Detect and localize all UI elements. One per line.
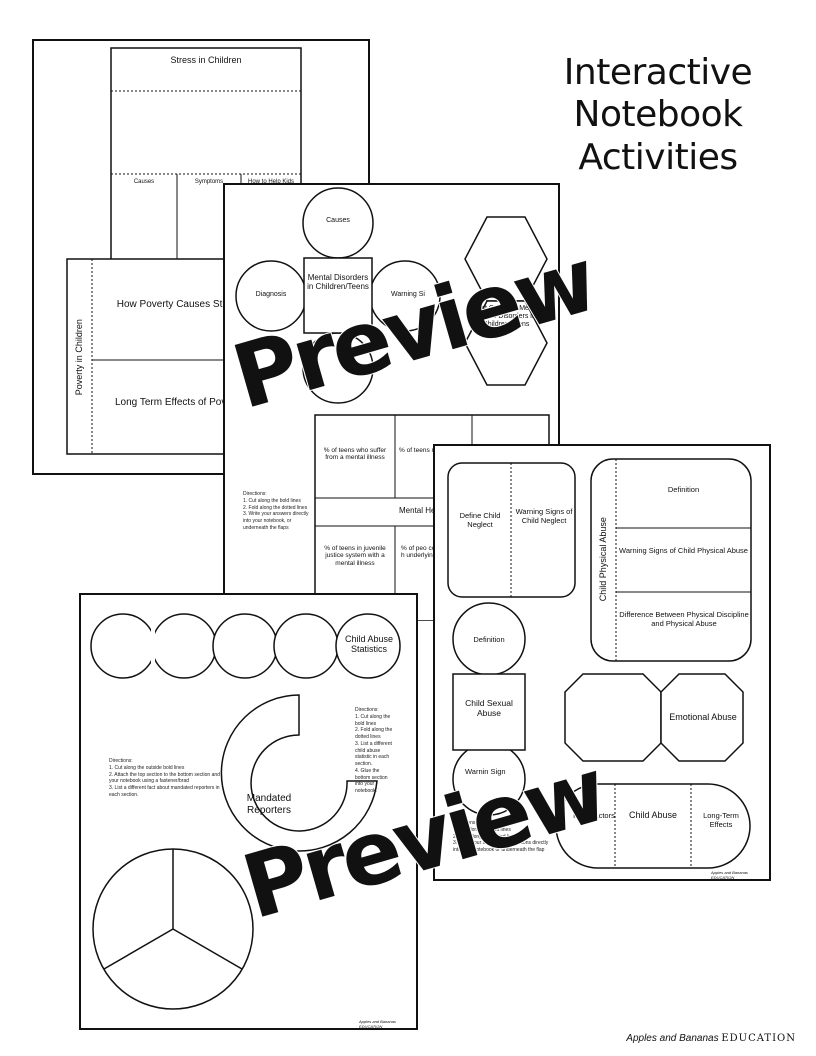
stat-cell-3: % of teens in juvenile justice system wi… — [324, 545, 386, 567]
page3-directions: Directions: 1. Cut along the bold lines … — [453, 820, 553, 854]
directions-step: 3. List a different fact about mandated … — [109, 785, 220, 798]
risk-factors-label: Risk Factors — [573, 811, 615, 820]
child-abuse-label: Child Abuse — [628, 810, 678, 820]
worksheet-page-statistics: Child Abuse Statistics Mandated Reporter… — [79, 593, 418, 1030]
child-sexual-abuse-label: Child Sexual Abuse — [465, 698, 513, 718]
poverty-top-label: How Poverty Causes Stress — [116, 299, 242, 310]
physical-abuse-side-label: Child Physical Abuse — [597, 517, 608, 602]
page3-shapes — [447, 458, 752, 869]
mental-health-label: Mental Hea — [399, 506, 440, 515]
diagnosis-circle-label: Diagnosis — [255, 291, 287, 298]
mandated-reporters-label: Mandated Reporters — [246, 793, 292, 816]
directions-step: 3. List a different child abuse statisti… — [355, 740, 392, 767]
directions-step: 1. Cut along the bold lines — [355, 713, 391, 727]
credit-caps: EDUCATION — [721, 1033, 796, 1044]
directions-heading: Directions: — [453, 820, 477, 826]
physical-warning-label: Warning Signs of Child Physical Abuse — [619, 546, 748, 555]
page4-credit: Apples and Bananas EDUCATION — [359, 1019, 396, 1029]
brand-credit: Apples and Bananas EDUCATION — [626, 1033, 796, 1044]
directions-heading: Directions: — [355, 707, 379, 713]
causes-circle-label: Causes — [326, 217, 350, 224]
hexagon-label: Most Common Mental Health Disorders in C… — [471, 305, 541, 329]
credit-script: Apples and Bananas — [626, 1033, 719, 1044]
directions-heading: Directions: — [243, 491, 267, 497]
tab-symptoms: Symptoms — [194, 179, 224, 185]
define-neglect-label: Define Child Neglect — [459, 511, 501, 529]
neglect-warning-label: Warning Signs of Child Neglect — [515, 507, 573, 525]
directions-step: 1. Cut along the outside bold lines — [109, 764, 185, 771]
poverty-bottom-label: Long Term Effects of Poverty — [114, 397, 244, 408]
title-line-3: Activities — [578, 136, 738, 178]
page4-directions-left: Directions: 1. Cut along the outside bol… — [109, 758, 229, 799]
poverty-side-label: Poverty in Children — [73, 319, 84, 396]
physical-difference-label: Difference Between Physical Discipline a… — [619, 610, 749, 628]
title-line-1: Interactive — [563, 52, 753, 93]
page2-directions: Directions: 1. Cut along the bold lines … — [243, 491, 311, 532]
page3-credit: Apples and Bananas EDUCATION — [711, 870, 748, 880]
directions-step: 3. Write your answers directly into your… — [243, 511, 309, 531]
directions-step: 1. Cut along the bold lines — [243, 497, 301, 504]
stat-cell-1: % of teens who suffer from a mental illn… — [323, 447, 387, 462]
child-abuse-statistics-label: Child Abuse Statistics — [344, 634, 394, 655]
directions-step: 1. Cut along the bold lines — [453, 826, 511, 833]
directions-step: 2. Fold along the dotted lines — [355, 727, 393, 740]
stat-cell-2: % of teens mood d — [399, 447, 454, 454]
stat-cell-4: % of peo commi who h underlyin illne — [401, 545, 462, 560]
emotional-abuse-label: Emotional Abuse — [669, 712, 737, 722]
directions-step: 2. Attach the top section to the bottom … — [109, 771, 220, 785]
directions-step: 2. Fold along the dotted lines — [243, 504, 308, 511]
sexual-definition-label: Definition — [473, 635, 505, 644]
warning-circle-label: Warning Si — [391, 291, 425, 298]
page4-shapes — [90, 613, 401, 1010]
mental-disorders-center: Mental Disorders in Children/Teens — [307, 273, 369, 292]
worksheet-page-child-abuse: Define Child Neglect Warning Signs of Ch… — [433, 444, 771, 881]
directions-step: 4. Glue the bottom section into your not… — [355, 767, 388, 794]
physical-definition-label: Definition — [667, 485, 700, 494]
sexual-warning-label: Warnin Sign — [465, 767, 506, 776]
tab-how-to-help: How to Help Kids — [247, 179, 295, 185]
long-term-effects-label: Long-Term Effects — [703, 811, 739, 829]
worksheet-page-mental-health: Causes Mental Disorders in Children/Teen… — [223, 183, 560, 621]
page-title: Interactive Notebook Activities — [548, 52, 768, 179]
stress-title: Stress in Children — [170, 55, 242, 65]
page4-directions-right: Directions: 1. Cut along the bold lines … — [355, 707, 395, 795]
tab-causes: Causes — [133, 179, 155, 185]
directions-step: 3. Write your answers or definitions dir… — [453, 840, 549, 853]
directions-step: 2. Fold along the dotted lines — [453, 833, 518, 840]
directions-heading: Directions: — [109, 758, 133, 764]
title-line-2: Notebook — [573, 94, 743, 136]
